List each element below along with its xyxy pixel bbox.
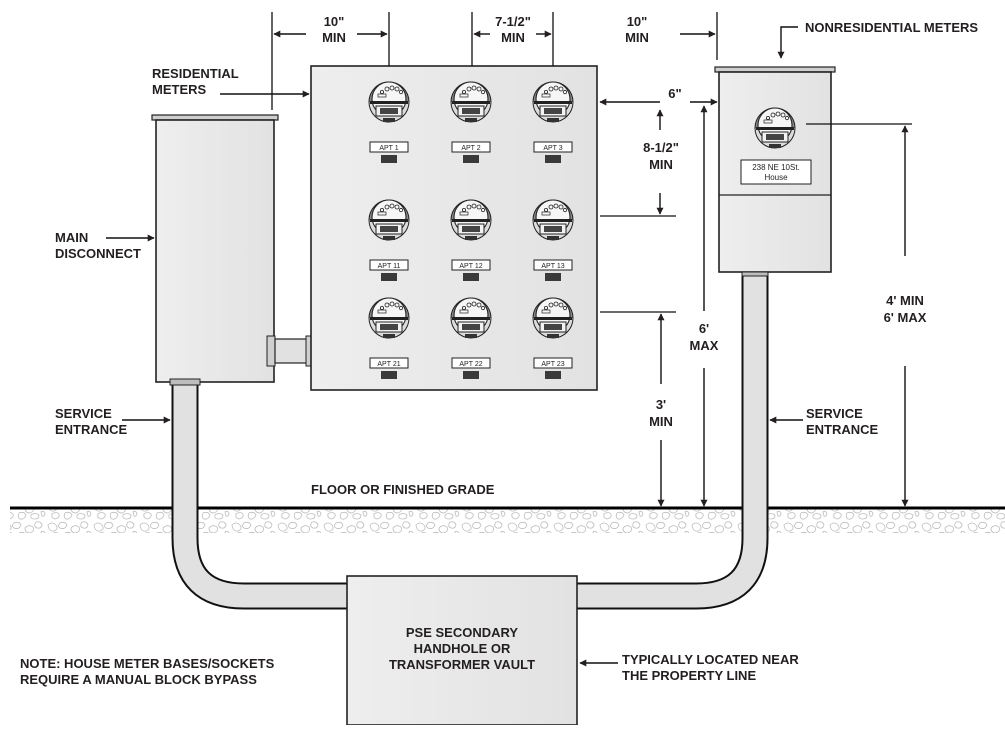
label-note-2: REQUIRE A MANUAL BLOCK BYPASS (20, 672, 257, 687)
meter-tag-plate (451, 259, 491, 271)
meter-tag-plate (369, 357, 409, 369)
ground-gravel (10, 509, 1005, 533)
residential-meter: APT 11 (368, 199, 410, 281)
meter-base-block (463, 273, 479, 281)
residential-meter: APT 22 (450, 297, 492, 379)
meter-icon (368, 81, 410, 123)
meter-base-block (545, 155, 561, 163)
meter-tag-label: APT 3 (543, 145, 562, 152)
meter-tag-label: APT 21 (377, 361, 400, 368)
label-note-1: NOTE: HOUSE METER BASES/SOCKETS (20, 656, 275, 671)
meter-tag-plate (369, 259, 409, 271)
label-residential-1: RESIDENTIAL (152, 66, 239, 81)
leader-nonresidential (777, 26, 798, 59)
house-tag-line1: 238 NE 10St. (752, 163, 800, 172)
meter-base-block (463, 371, 479, 379)
meter-tag-label: APT 13 (541, 263, 564, 270)
dim-left-value: 10" (324, 14, 345, 29)
dim-3ft-min: MIN (649, 414, 673, 429)
meter-tag-plate (451, 141, 491, 153)
disconnect-hub (169, 378, 201, 386)
dim-left-min: MIN (322, 30, 346, 45)
meter-tag-label: APT 12 (459, 263, 482, 270)
dim-6ft-value: 6' (699, 321, 709, 336)
meter-grid: APT 1 APT 2 APT 3 APT 11 APT 12 APT 13 APT 21 A… (368, 81, 574, 379)
label-vault-3: TRANSFORMER VAULT (389, 657, 535, 672)
meter-icon (368, 297, 410, 339)
meter-icon (532, 81, 574, 123)
label-service-right-1: SERVICE (806, 406, 863, 421)
residential-meter: APT 2 (450, 81, 492, 163)
meter-tag-plate (533, 357, 573, 369)
meter-icon (450, 297, 492, 339)
residential-meter: APT 12 (450, 199, 492, 281)
dim-side-gap: 6" (668, 86, 681, 101)
meter-tag-plate (451, 357, 491, 369)
meter-base-block (381, 273, 397, 281)
label-floor-grade: FLOOR OR FINISHED GRADE (311, 482, 495, 497)
dim-right-min: MIN (625, 30, 649, 45)
label-service-right-2: ENTRANCE (806, 422, 879, 437)
label-nonresidential: NONRESIDENTIAL METERS (805, 20, 978, 35)
main-disconnect-box (155, 119, 275, 383)
meter-tag-label: APT 22 (459, 361, 482, 368)
dim-3ft-value: 3' (656, 397, 666, 412)
residential-meter: APT 3 (532, 81, 574, 163)
label-service-left-1: SERVICE (55, 406, 112, 421)
meter-base-block (545, 371, 561, 379)
dim-6ft-max: MAX (690, 338, 719, 353)
dim-mid-min: MIN (501, 30, 525, 45)
meter-icon (532, 297, 574, 339)
label-residential-2: METERS (152, 82, 207, 97)
meter-base-block (381, 371, 397, 379)
residential-meter: APT 1 (368, 81, 410, 163)
meter-tag-label: APT 2 (461, 145, 480, 152)
meter-tag-plate (369, 141, 409, 153)
residential-meter: APT 23 (532, 297, 574, 379)
right-conduit (576, 274, 767, 608)
dim-right-value: 10" (627, 14, 648, 29)
meter-tag-label: APT 1 (379, 145, 398, 152)
dim-4ft-min: 4' MIN (886, 293, 924, 308)
meter-base-block (545, 273, 561, 281)
label-disconnect-1: MAIN (55, 230, 88, 245)
house-meter-icon (754, 107, 796, 149)
label-disconnect-2: DISCONNECT (55, 246, 141, 261)
meter-tag-label: APT 23 (541, 361, 564, 368)
label-vault-2: HANDHOLE OR (414, 641, 511, 656)
dim-mid-value: 7-1/2" (495, 14, 531, 29)
meter-tag-plate (533, 141, 573, 153)
house-box-hub (741, 271, 769, 277)
house-meter-tag (740, 159, 812, 185)
meter-icon (532, 199, 574, 241)
label-property-1: TYPICALLY LOCATED NEAR (622, 652, 799, 667)
meter-icon (450, 199, 492, 241)
meter-icon (368, 199, 410, 241)
dim-vertical-min: MIN (649, 157, 673, 172)
meter-base-block (381, 155, 397, 163)
nipple-flange-left (266, 335, 276, 367)
residential-meter: APT 21 (368, 297, 410, 379)
meter-icon (450, 81, 492, 123)
label-vault-1: PSE SECONDARY (406, 625, 519, 640)
meter-tag-plate (533, 259, 573, 271)
transformer-vault (346, 575, 578, 726)
dim-6ft-max-house: 6' MAX (884, 310, 927, 325)
label-service-left-2: ENTRANCE (55, 422, 128, 437)
meter-tag-label: APT 11 (378, 263, 401, 270)
connecting-nipple (274, 338, 308, 364)
left-conduit (173, 382, 347, 608)
residential-meter: APT 13 (532, 199, 574, 281)
dim-vertical-value: 8-1/2" (643, 140, 679, 155)
meter-base-block (463, 155, 479, 163)
label-property-2: THE PROPERTY LINE (622, 668, 756, 683)
right-conduit-outline (576, 274, 769, 610)
house-tag-line2: House (764, 173, 788, 182)
